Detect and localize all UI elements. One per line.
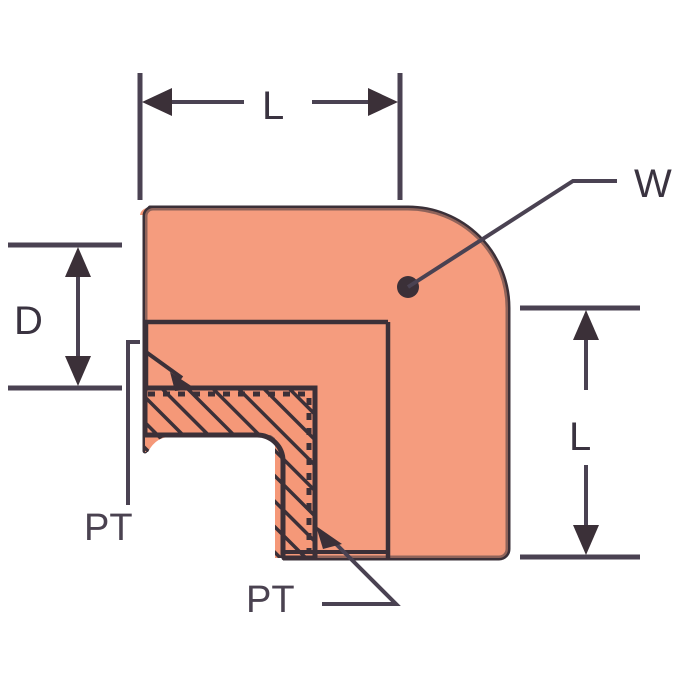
leader-line-PT-left bbox=[126, 340, 140, 505]
dimension-label-L-right: L bbox=[569, 415, 591, 459]
leader-label-PT-bottom: PT bbox=[246, 579, 295, 621]
arrowhead-PT-bottom bbox=[316, 526, 342, 549]
fitting-fill-texture bbox=[145, 208, 508, 558]
leader-line-PT-bottom bbox=[322, 539, 401, 606]
leader-label-W: W bbox=[634, 162, 672, 206]
thread-hatch-region bbox=[142, 385, 318, 561]
leader-pt-left: PT bbox=[84, 340, 140, 549]
arrowhead-down bbox=[573, 525, 599, 555]
horizontal-thread-hatch bbox=[145, 388, 315, 452]
arrowhead-up bbox=[573, 310, 599, 340]
leader-pt-bottom: PT bbox=[246, 526, 401, 621]
thread-band-pointer-arrow bbox=[144, 350, 196, 391]
dimension-right-length: L bbox=[520, 305, 640, 560]
dimension-left-depth: D bbox=[8, 242, 122, 391]
thread-band-outer-outline bbox=[145, 432, 286, 558]
arrowhead-left bbox=[142, 88, 172, 116]
dimension-label-D: D bbox=[14, 299, 43, 343]
dimension-label-L-top: L bbox=[262, 84, 284, 128]
socket-bore-lines bbox=[143, 319, 391, 558]
leader-label-PT-left: PT bbox=[84, 507, 133, 549]
arrowhead-up bbox=[65, 247, 91, 277]
arrowhead-right bbox=[368, 88, 398, 116]
arrowhead-down bbox=[65, 356, 91, 386]
thread-root-dotted-lines bbox=[148, 391, 312, 554]
fitting-body bbox=[140, 205, 511, 561]
leader-line-W bbox=[406, 179, 617, 289]
thread-hatch-corner bbox=[275, 388, 315, 450]
thread-band-inner-outline bbox=[145, 385, 318, 558]
leader-wall-thickness: W bbox=[397, 162, 672, 298]
dimension-top-length: L bbox=[137, 73, 403, 200]
